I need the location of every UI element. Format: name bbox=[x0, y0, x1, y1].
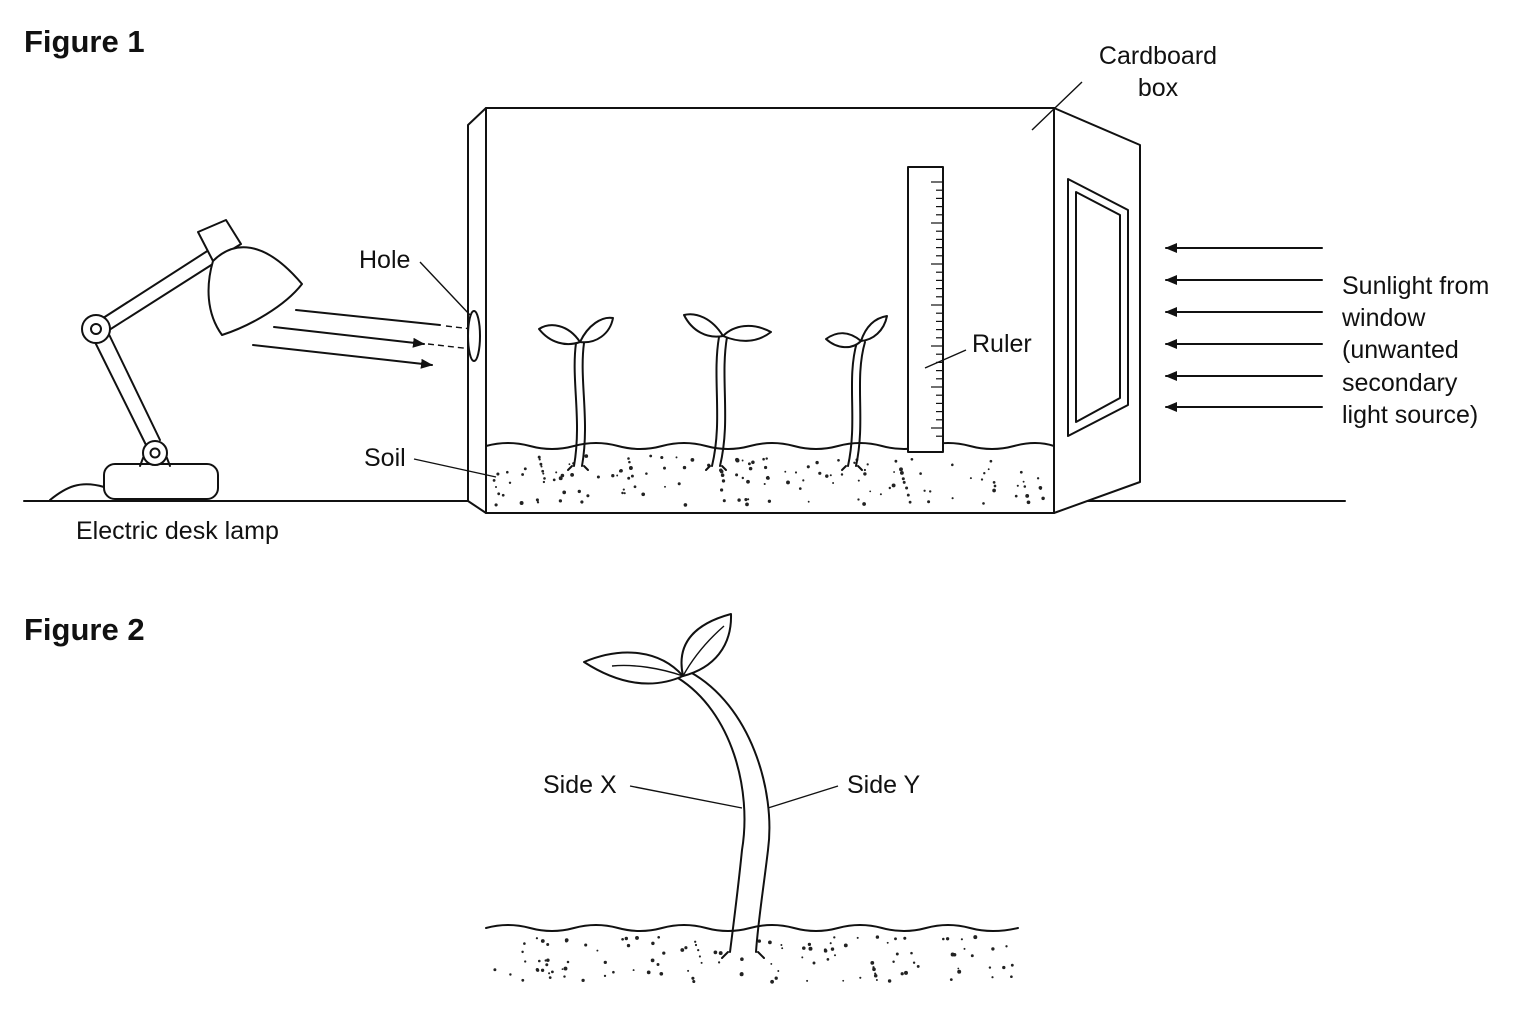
figure-2: Figure 2 Side X Side Y bbox=[24, 612, 1019, 984]
soil-label: Soil bbox=[364, 444, 406, 472]
sunlight-label-line4: secondary bbox=[1342, 369, 1458, 397]
soil bbox=[485, 442, 1055, 507]
side-y-label: Side Y bbox=[847, 771, 921, 799]
leader-lines bbox=[629, 785, 839, 809]
lamp-light-rays bbox=[252, 309, 473, 369]
ruler-label: Ruler bbox=[972, 330, 1032, 358]
soil bbox=[485, 924, 1019, 984]
cardboard-box bbox=[467, 107, 1141, 514]
hole bbox=[467, 310, 481, 362]
window-icon bbox=[1067, 178, 1129, 437]
seedling-icon bbox=[683, 313, 772, 471]
leader-lines bbox=[413, 81, 1083, 478]
cardboard-box-label-line2: box bbox=[1138, 74, 1179, 102]
cardboard-box-label-line1: Cardboard bbox=[1099, 42, 1217, 70]
figure-2-title: Figure 2 bbox=[24, 612, 145, 647]
sunlight-label-line2: window bbox=[1341, 304, 1426, 332]
sunlight-label-line1: Sunlight from bbox=[1342, 272, 1489, 300]
sunlight-label-line3: (unwanted bbox=[1342, 336, 1459, 364]
seedling-icon bbox=[825, 315, 888, 471]
hole-label: Hole bbox=[359, 246, 410, 274]
desk-lamp-icon bbox=[49, 219, 303, 501]
sunlight-arrows bbox=[1165, 243, 1323, 412]
lamp-label: Electric desk lamp bbox=[76, 517, 279, 545]
sunlight-label-line5: light source) bbox=[1342, 401, 1478, 429]
ruler-icon bbox=[907, 166, 944, 453]
figure-1: Figure 1 bbox=[23, 24, 1489, 545]
seedling-icon bbox=[538, 316, 614, 471]
side-x-label: Side X bbox=[543, 771, 617, 799]
figure-1-title: Figure 1 bbox=[24, 24, 145, 59]
seedling-icon bbox=[583, 613, 771, 959]
